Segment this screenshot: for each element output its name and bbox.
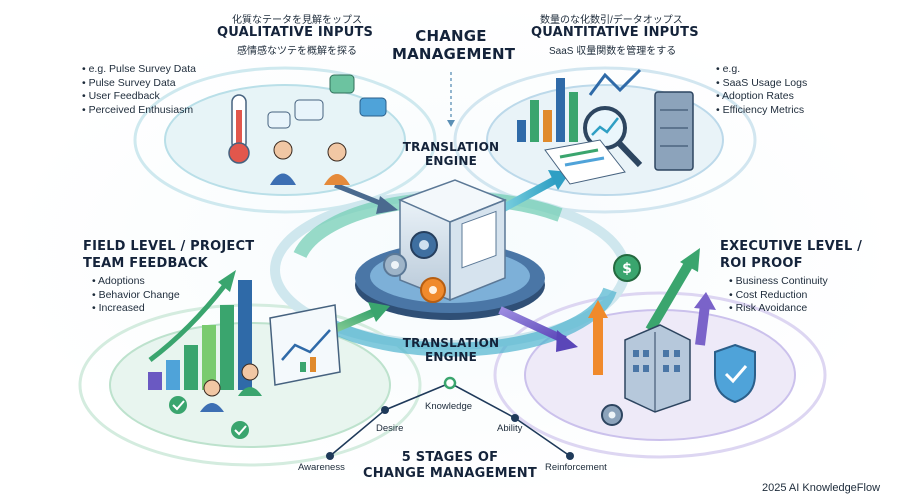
executive-bullets: Business Continuity Cost Reduction Risk … [729, 275, 828, 316]
dollar-coin-icon: $ [613, 254, 641, 282]
central-title: CHANGE MANAGEMENT [392, 27, 516, 63]
qualitative-bullets: e.g. Pulse Survey Data Pulse Survey Data… [82, 63, 196, 117]
svg-text:$: $ [622, 261, 632, 277]
list-item: Behavior Change [92, 289, 180, 303]
quantitative-title: QUANTITATIVE INPUTS [531, 25, 699, 40]
translation-engine-bottom-label: TRANSLATION ENGINE [396, 336, 506, 364]
office-building-icon [624, 324, 691, 413]
executive-title-line2: ROI PROOF [720, 256, 803, 271]
qualitative-jp-sub: 感情感なツテを概解を探る [237, 46, 357, 57]
list-item: Adoption Rates [716, 90, 807, 104]
translation-engine-top-label: TRANSLATION ENGINE [396, 140, 506, 168]
stages-title: 5 STAGES OF CHANGE MANAGEMENT [360, 450, 540, 482]
stage-label-ability: Ability [497, 423, 523, 434]
cog-icon [601, 404, 623, 426]
executive-title: EXECUTIVE LEVEL / ROI PROOF [720, 238, 862, 272]
qualitative-platform [133, 66, 437, 214]
stages-path [326, 376, 574, 460]
stage-label-knowledge: Knowledge [425, 401, 473, 412]
quantitative-jp-top: 数量のな化数引/データオップス [540, 15, 683, 26]
engine-top-line1: TRANSLATION [402, 140, 500, 154]
engine-top-line2: ENGINE [425, 154, 477, 168]
list-item: Pulse Survey Data [82, 77, 196, 91]
translation-engine-cube [383, 179, 508, 303]
magnifying-glass-icon [583, 106, 643, 168]
stage-label-awareness: Awareness [298, 462, 345, 473]
stage-label-desire: Desire [376, 423, 404, 434]
list-item: Perceived Enthusiasm [82, 104, 196, 118]
thermometer-icon [228, 94, 250, 164]
team-members-icon [169, 363, 262, 439]
list-item: Increased [92, 302, 180, 316]
field-bullets: Adoptions Behavior Change Increased [92, 275, 180, 316]
roi-arrows-icon [588, 248, 716, 375]
qualitative-title: QUALITATIVE INPUTS [217, 25, 374, 40]
list-item: Risk Avoidance [729, 302, 828, 316]
qualitative-jp-top: 化質なテータを見解をップス [232, 15, 362, 26]
engine-bottom-line1: TRANSLATION [402, 336, 500, 350]
growth-bar-chart-icon [148, 270, 252, 390]
quantitative-jp-sub: SaaS 収量関数を管理をする [549, 46, 677, 57]
server-rack-icon [654, 91, 694, 171]
stages-title-line2: CHANGE MANAGEMENT [363, 466, 537, 481]
report-document-icon [544, 139, 626, 185]
stage-label-reinforcement: Reinforcement [545, 462, 607, 473]
list-item: Efficiency Metrics [716, 104, 807, 118]
engine-bottom-line2: ENGINE [425, 350, 477, 364]
dashboard-screen-icon [269, 304, 341, 386]
stages-title-line1: 5 STAGES OF [401, 450, 499, 465]
list-item: User Feedback [82, 90, 196, 104]
footer-credit: 2025 AI KnowledgeFlow [762, 482, 881, 494]
field-title-line1: FIELD LEVEL / PROJECT [83, 239, 255, 254]
field-title-line2: TEAM FEEDBACK [83, 256, 208, 271]
list-item: Business Continuity [729, 275, 828, 289]
people-discussion-icon [270, 140, 350, 185]
central-title-line2: MANAGEMENT [392, 45, 516, 63]
bar-chart-icon [517, 68, 642, 142]
list-item: SaaS Usage Logs [716, 77, 808, 91]
list-item: Cost Reduction [729, 289, 828, 303]
central-title-line1: CHANGE [415, 27, 487, 45]
list-item: e.g. [716, 63, 807, 77]
field-title: FIELD LEVEL / PROJECT TEAM FEEDBACK [83, 238, 254, 272]
list-item: e.g. Pulse Survey Data [82, 63, 196, 77]
security-shield-icon [714, 343, 756, 404]
speech-bubbles-icon [267, 74, 387, 129]
list-item: Adoptions [92, 275, 180, 289]
quantitative-bullets: e.g. SaaS Usage Logs Adoption Rates Effi… [716, 63, 807, 117]
executive-title-line1: EXECUTIVE LEVEL / [720, 239, 863, 254]
